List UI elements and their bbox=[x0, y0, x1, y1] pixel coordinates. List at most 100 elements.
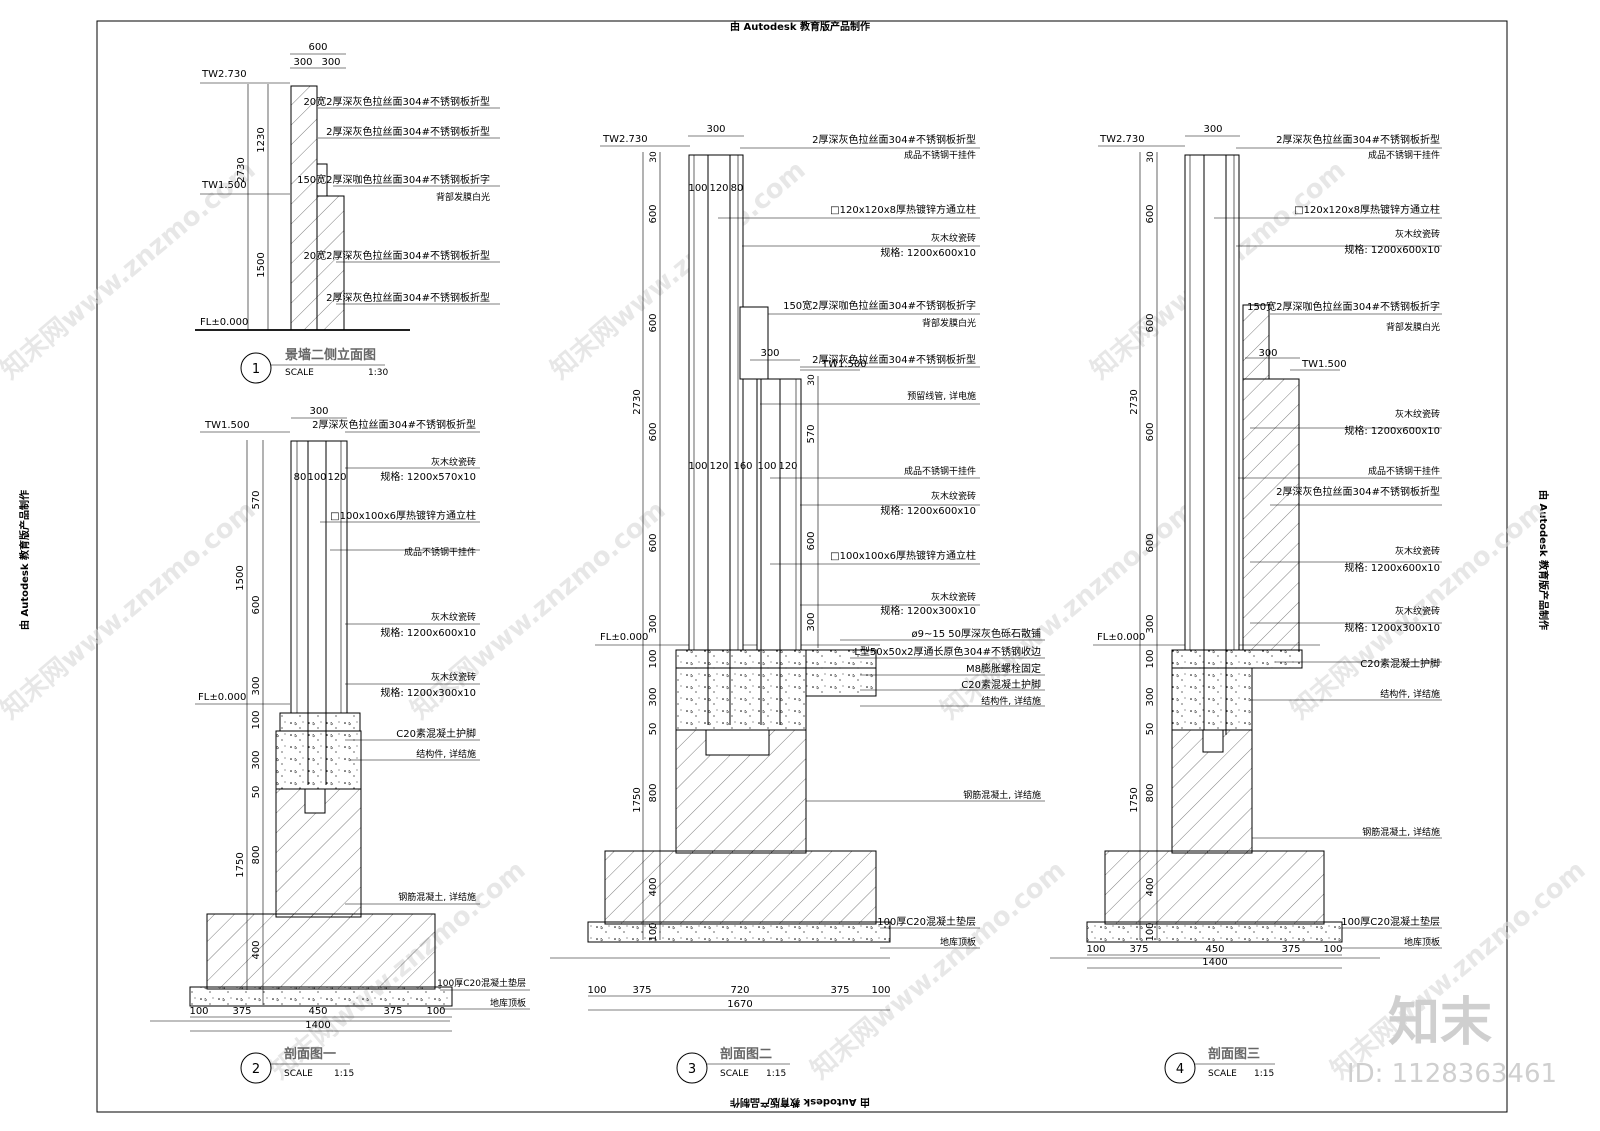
v2-dim-300: 300 bbox=[251, 676, 262, 695]
v3-dim-i120b: 120 bbox=[709, 461, 728, 472]
v4-note-12: 灰木纹瓷砖 bbox=[1395, 545, 1440, 557]
v4-note-16: C20素混凝土护脚 bbox=[1360, 657, 1440, 670]
v3-tall-column bbox=[688, 154, 744, 651]
view-4-scale-label: SCALE bbox=[1208, 1069, 1237, 1079]
view-2-section: TW1.500 FL±0.000 300 80 100 120 570 1500… bbox=[150, 406, 530, 1084]
v2-dim-120: 120 bbox=[327, 472, 346, 483]
v4-note-11: 2厚深灰色拉丝面304#不锈钢板折型 bbox=[1276, 485, 1440, 498]
watermark-4: 知末网www.znzmo.com bbox=[0, 495, 261, 725]
v3-dim-i120c: 120 bbox=[778, 461, 797, 472]
v2-note-7: 规格: 1200x600x10 bbox=[380, 626, 476, 639]
v3-note-15: 规格: 1200x300x10 bbox=[880, 604, 976, 617]
v4-dim-l300: 300 bbox=[1145, 614, 1156, 633]
v1-dim-300b: 300 bbox=[321, 57, 340, 68]
view-1-elevation: TW2.730 TW1.500 FL±0.000 600 300 300 273… bbox=[195, 42, 500, 384]
v4-dim-l600d: 600 bbox=[1145, 533, 1156, 552]
v4-dim-l800: 800 bbox=[1145, 783, 1156, 802]
v3-note-2: 成品不锈钢干挂件 bbox=[904, 149, 976, 161]
v4-dim-l400: 400 bbox=[1145, 877, 1156, 896]
v3-dim-l600a: 600 bbox=[648, 204, 659, 223]
view-3-scale: 1:15 bbox=[766, 1069, 786, 1079]
v4-c20-footing bbox=[1171, 667, 1253, 731]
level-tw-mid: TW1.500 bbox=[201, 180, 247, 191]
v1-note-2: 2厚深灰色拉丝面304#不锈钢板折型 bbox=[326, 125, 490, 138]
v3-dim-l50: 50 bbox=[648, 723, 659, 736]
v4-dim-l600b: 600 bbox=[1145, 313, 1156, 332]
v3-level-tw-top: TW2.730 bbox=[602, 134, 648, 145]
v3-note-19: C20素混凝土护脚 bbox=[961, 678, 1041, 691]
view-4-number-circle bbox=[1164, 1052, 1196, 1084]
v3-sign-plate bbox=[739, 306, 769, 380]
v2-dim-300: 300 bbox=[309, 406, 328, 417]
v2-note-2: 灰木纹瓷砖 bbox=[431, 456, 476, 468]
v3-dim-b1670: 1670 bbox=[727, 999, 752, 1010]
v2-note-5: 成品不锈钢干挂件 bbox=[404, 546, 476, 558]
v3-dim-top300b: 300 bbox=[760, 348, 779, 359]
view-2-scale-label: SCALE bbox=[284, 1069, 313, 1079]
brand-logo: 知末 bbox=[1388, 993, 1492, 1053]
view-2-title: 剖面图一 bbox=[284, 1046, 336, 1062]
v2-dim-100: 100 bbox=[251, 710, 262, 729]
v4-note-7: 背部发膜白光 bbox=[1386, 321, 1440, 333]
v3-note-12: 规格: 1200x600x10 bbox=[880, 504, 976, 517]
v4-note-15: 规格: 1200x300x10 bbox=[1344, 621, 1440, 634]
v3-level-fl: FL±0.000 bbox=[600, 632, 648, 643]
v1-note-5: 20宽2厚深灰色拉丝面304#不锈钢板折型 bbox=[303, 249, 490, 262]
v4-level-tw-mid: TW1.500 bbox=[1301, 359, 1347, 370]
v4-note-2: 成品不锈钢干挂件 bbox=[1368, 149, 1440, 161]
v4-dim-b100a: 100 bbox=[1086, 944, 1105, 955]
v1-dim-2730: 2730 bbox=[236, 157, 247, 182]
v3-dim-l1750: 1750 bbox=[632, 787, 643, 812]
v3-level-tw-mid: TW1.500 bbox=[821, 359, 867, 370]
v4-column bbox=[1184, 154, 1240, 651]
v3-base-slab bbox=[587, 921, 891, 943]
v3-short-column bbox=[756, 378, 802, 651]
v2-note-6: 灰木纹瓷砖 bbox=[431, 611, 476, 623]
v3-dim-b375a: 375 bbox=[632, 985, 651, 996]
level-tw-top: TW2.730 bbox=[201, 69, 247, 80]
v3-note-11: 灰木纹瓷砖 bbox=[931, 490, 976, 502]
v2-dim-b375a: 375 bbox=[232, 1006, 251, 1017]
v2-note-11: 结构件, 详结施 bbox=[416, 748, 476, 760]
v3-dim-r30: 30 bbox=[807, 374, 817, 386]
v2-note-14: 地库顶板 bbox=[490, 997, 526, 1009]
v2-c20-footing bbox=[275, 730, 362, 790]
v1-note-6: 2厚深灰色拉丝面304#不锈钢板折型 bbox=[326, 291, 490, 304]
view-1-scale-label: SCALE bbox=[285, 368, 314, 378]
v3-note-3: □120x120x8厚热镀锌方通立柱 bbox=[830, 203, 976, 216]
v2-base-slab bbox=[189, 986, 453, 1007]
view-4-number: 4 bbox=[1176, 1062, 1184, 1077]
v3-note-1: 2厚深灰色拉丝面304#不锈钢板折型 bbox=[812, 133, 976, 146]
v4-note-1: 2厚深灰色拉丝面304#不锈钢板折型 bbox=[1276, 133, 1440, 146]
v3-dim-b375b: 375 bbox=[830, 985, 849, 996]
v4-note-6: 150宽2厚深咖色拉丝面304#不锈钢板折字 bbox=[1247, 300, 1440, 313]
v1-note-1: 20宽2厚深灰色拉丝面304#不锈钢板折型 bbox=[303, 95, 490, 108]
v4-sign-plate bbox=[1242, 304, 1270, 380]
v1-note-3: 150宽2厚深咖色拉丝面304#不锈钢板折字 bbox=[297, 173, 490, 186]
v2-note-13: 100厚C20混凝土垫层 bbox=[437, 977, 526, 989]
v2-dim-400: 400 bbox=[251, 940, 262, 959]
v1-dim-600: 600 bbox=[308, 42, 327, 53]
v4-base-slab bbox=[1086, 921, 1343, 943]
v3-dim-r570: 570 bbox=[806, 424, 817, 443]
v4-dim-l1750: 1750 bbox=[1129, 787, 1140, 812]
v3-note-7: 背部发膜白光 bbox=[922, 317, 976, 329]
level-fl: FL±0.000 bbox=[200, 317, 248, 328]
sheet-border bbox=[96, 20, 1508, 1113]
view-2-scale: 1:15 bbox=[334, 1069, 354, 1079]
v3-dim-l100b: 100 bbox=[648, 922, 659, 941]
v4-note-10: 成品不锈钢干挂件 bbox=[1368, 465, 1440, 477]
v3-note-10: 成品不锈钢干挂件 bbox=[904, 465, 976, 477]
v2-dim-1500: 1500 bbox=[235, 565, 246, 590]
brand-id: ID: 1128363461 bbox=[1347, 1059, 1557, 1089]
v2-note-8: 灰木纹瓷砖 bbox=[431, 671, 476, 683]
v4-dim-top300a: 300 bbox=[1203, 124, 1222, 135]
v3-note-23: 地库顶板 bbox=[940, 936, 976, 948]
v2-dim-80: 80 bbox=[294, 472, 307, 483]
v2-dim-b100a: 100 bbox=[189, 1006, 208, 1017]
v4-note-3: □120x120x8厚热镀锌方通立柱 bbox=[1294, 203, 1440, 216]
v4-side-wall bbox=[1242, 378, 1300, 651]
v2-dim-100: 100 bbox=[307, 472, 326, 483]
v3-note-17: L型50x50x2厚通长原色304#不锈钢收边 bbox=[854, 645, 1041, 658]
v3-note-9: 预留线管, 详电施 bbox=[907, 390, 976, 402]
